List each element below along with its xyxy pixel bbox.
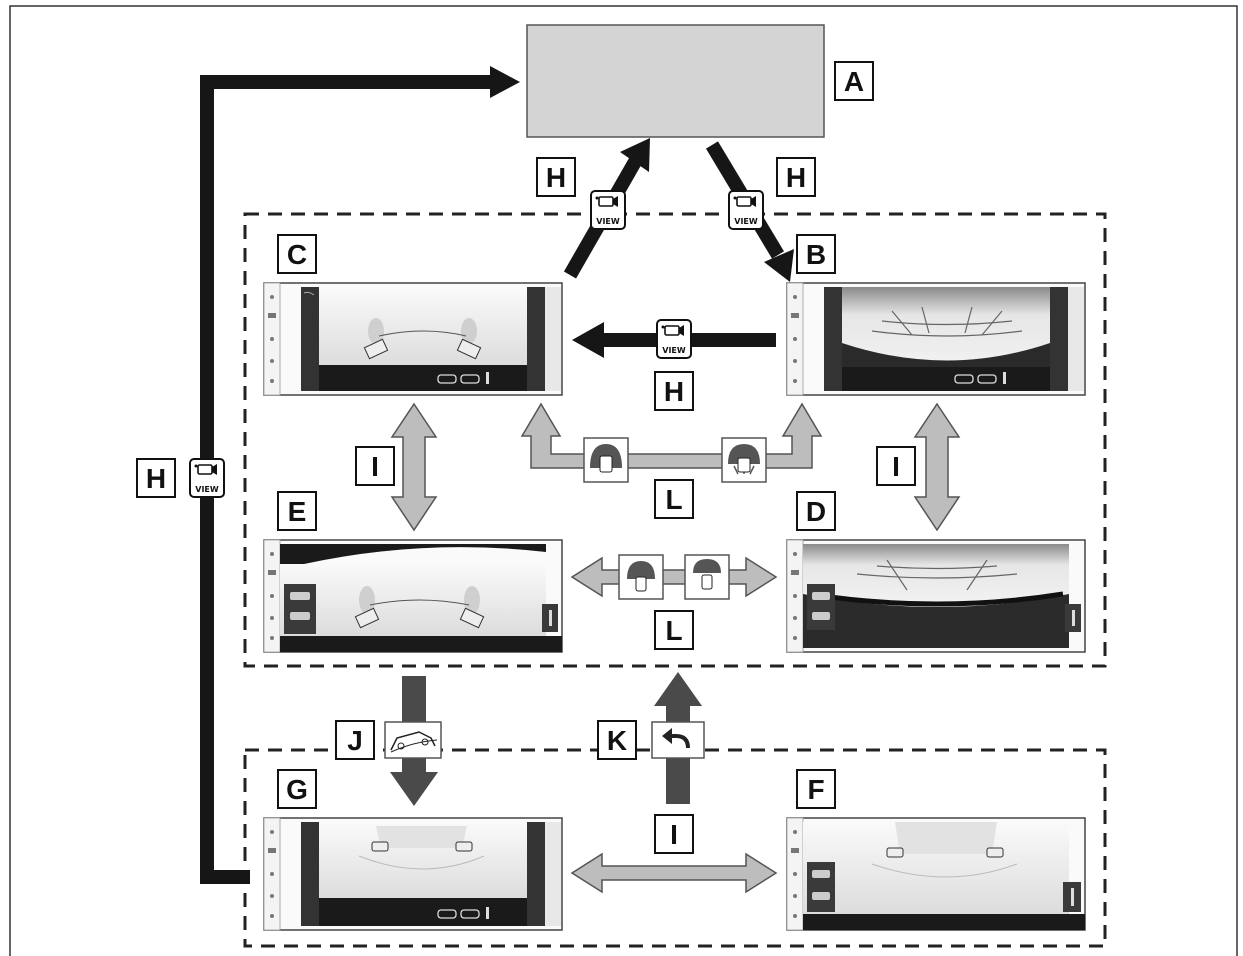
front-wide-view-icon [583,437,629,483]
label-c: C [277,234,317,274]
view-button-g-to-a: VIEW [189,458,225,498]
label-f: F [796,769,836,809]
screen-d [786,539,1086,653]
arrow-b-d [913,402,961,532]
arrow-c-to-a-head [620,138,650,172]
screen-e [263,539,563,653]
label-l-lower: L [654,610,694,650]
label-b: B [796,234,836,274]
svg-text:L: L [665,615,682,646]
label-l-upper: L [654,479,694,519]
back-arrow-icon [651,721,705,759]
secondary-views-group [243,748,1107,948]
label-h-middle: H [654,371,694,411]
screen-g [263,817,563,931]
main-views-group [243,212,1107,668]
svg-text:A: A [844,66,864,97]
arrow-g-to-a-head [490,66,520,98]
arrow-g-f [570,852,778,894]
arrow-c-e [390,402,438,532]
svg-text:H: H [664,376,684,407]
svg-text:VIEW: VIEW [596,217,620,226]
label-h-left-top: H [536,157,576,197]
arrow-c-b-wide [520,402,823,469]
label-h-right-top: H [776,157,816,197]
label-k: K [597,720,637,760]
screen-a [526,24,825,138]
svg-text:J: J [347,725,363,756]
label-d: D [796,491,836,531]
view-button-c-to-a: VIEW [590,190,626,230]
svg-text:F: F [807,774,824,805]
arrow-b-to-c-head [572,322,604,358]
svg-text:C: C [287,239,307,270]
arrow-e-d [570,556,778,598]
svg-text:G: G [286,774,308,805]
label-g: G [277,769,317,809]
svg-text:H: H [786,162,806,193]
screen-f [786,817,1086,931]
svg-text:H: H [146,463,166,494]
label-e: E [277,491,317,531]
label-h-left: H [136,458,176,498]
offroad-vehicle-icon [384,721,442,759]
svg-text:B: B [806,239,826,270]
label-j: J [335,720,375,760]
svg-text:I: I [371,451,379,482]
svg-text:L: L [665,484,682,515]
view-button-a-to-b: VIEW [728,190,764,230]
svg-text:I: I [670,819,678,850]
svg-text:E: E [288,496,307,527]
svg-text:K: K [607,725,627,756]
svg-text:H: H [546,162,566,193]
svg-text:VIEW: VIEW [662,346,686,355]
svg-text:VIEW: VIEW [734,217,758,226]
view-button-b-to-c: VIEW [656,319,692,359]
arrow-a-to-b-head [764,249,794,282]
svg-text:I: I [892,451,900,482]
svg-text:D: D [806,496,826,527]
label-i-right: I [876,446,916,486]
label-i-left: I [355,446,395,486]
svg-text:VIEW: VIEW [195,485,219,494]
label-i-bottom: I [654,814,694,854]
front-wide-view-icon-lower [618,554,664,600]
rear-wide-view-icon [721,437,767,483]
label-a: A [834,61,874,101]
screen-b [786,282,1086,396]
rear-wide-view-icon-lower [684,554,730,600]
screen-c [263,282,563,396]
